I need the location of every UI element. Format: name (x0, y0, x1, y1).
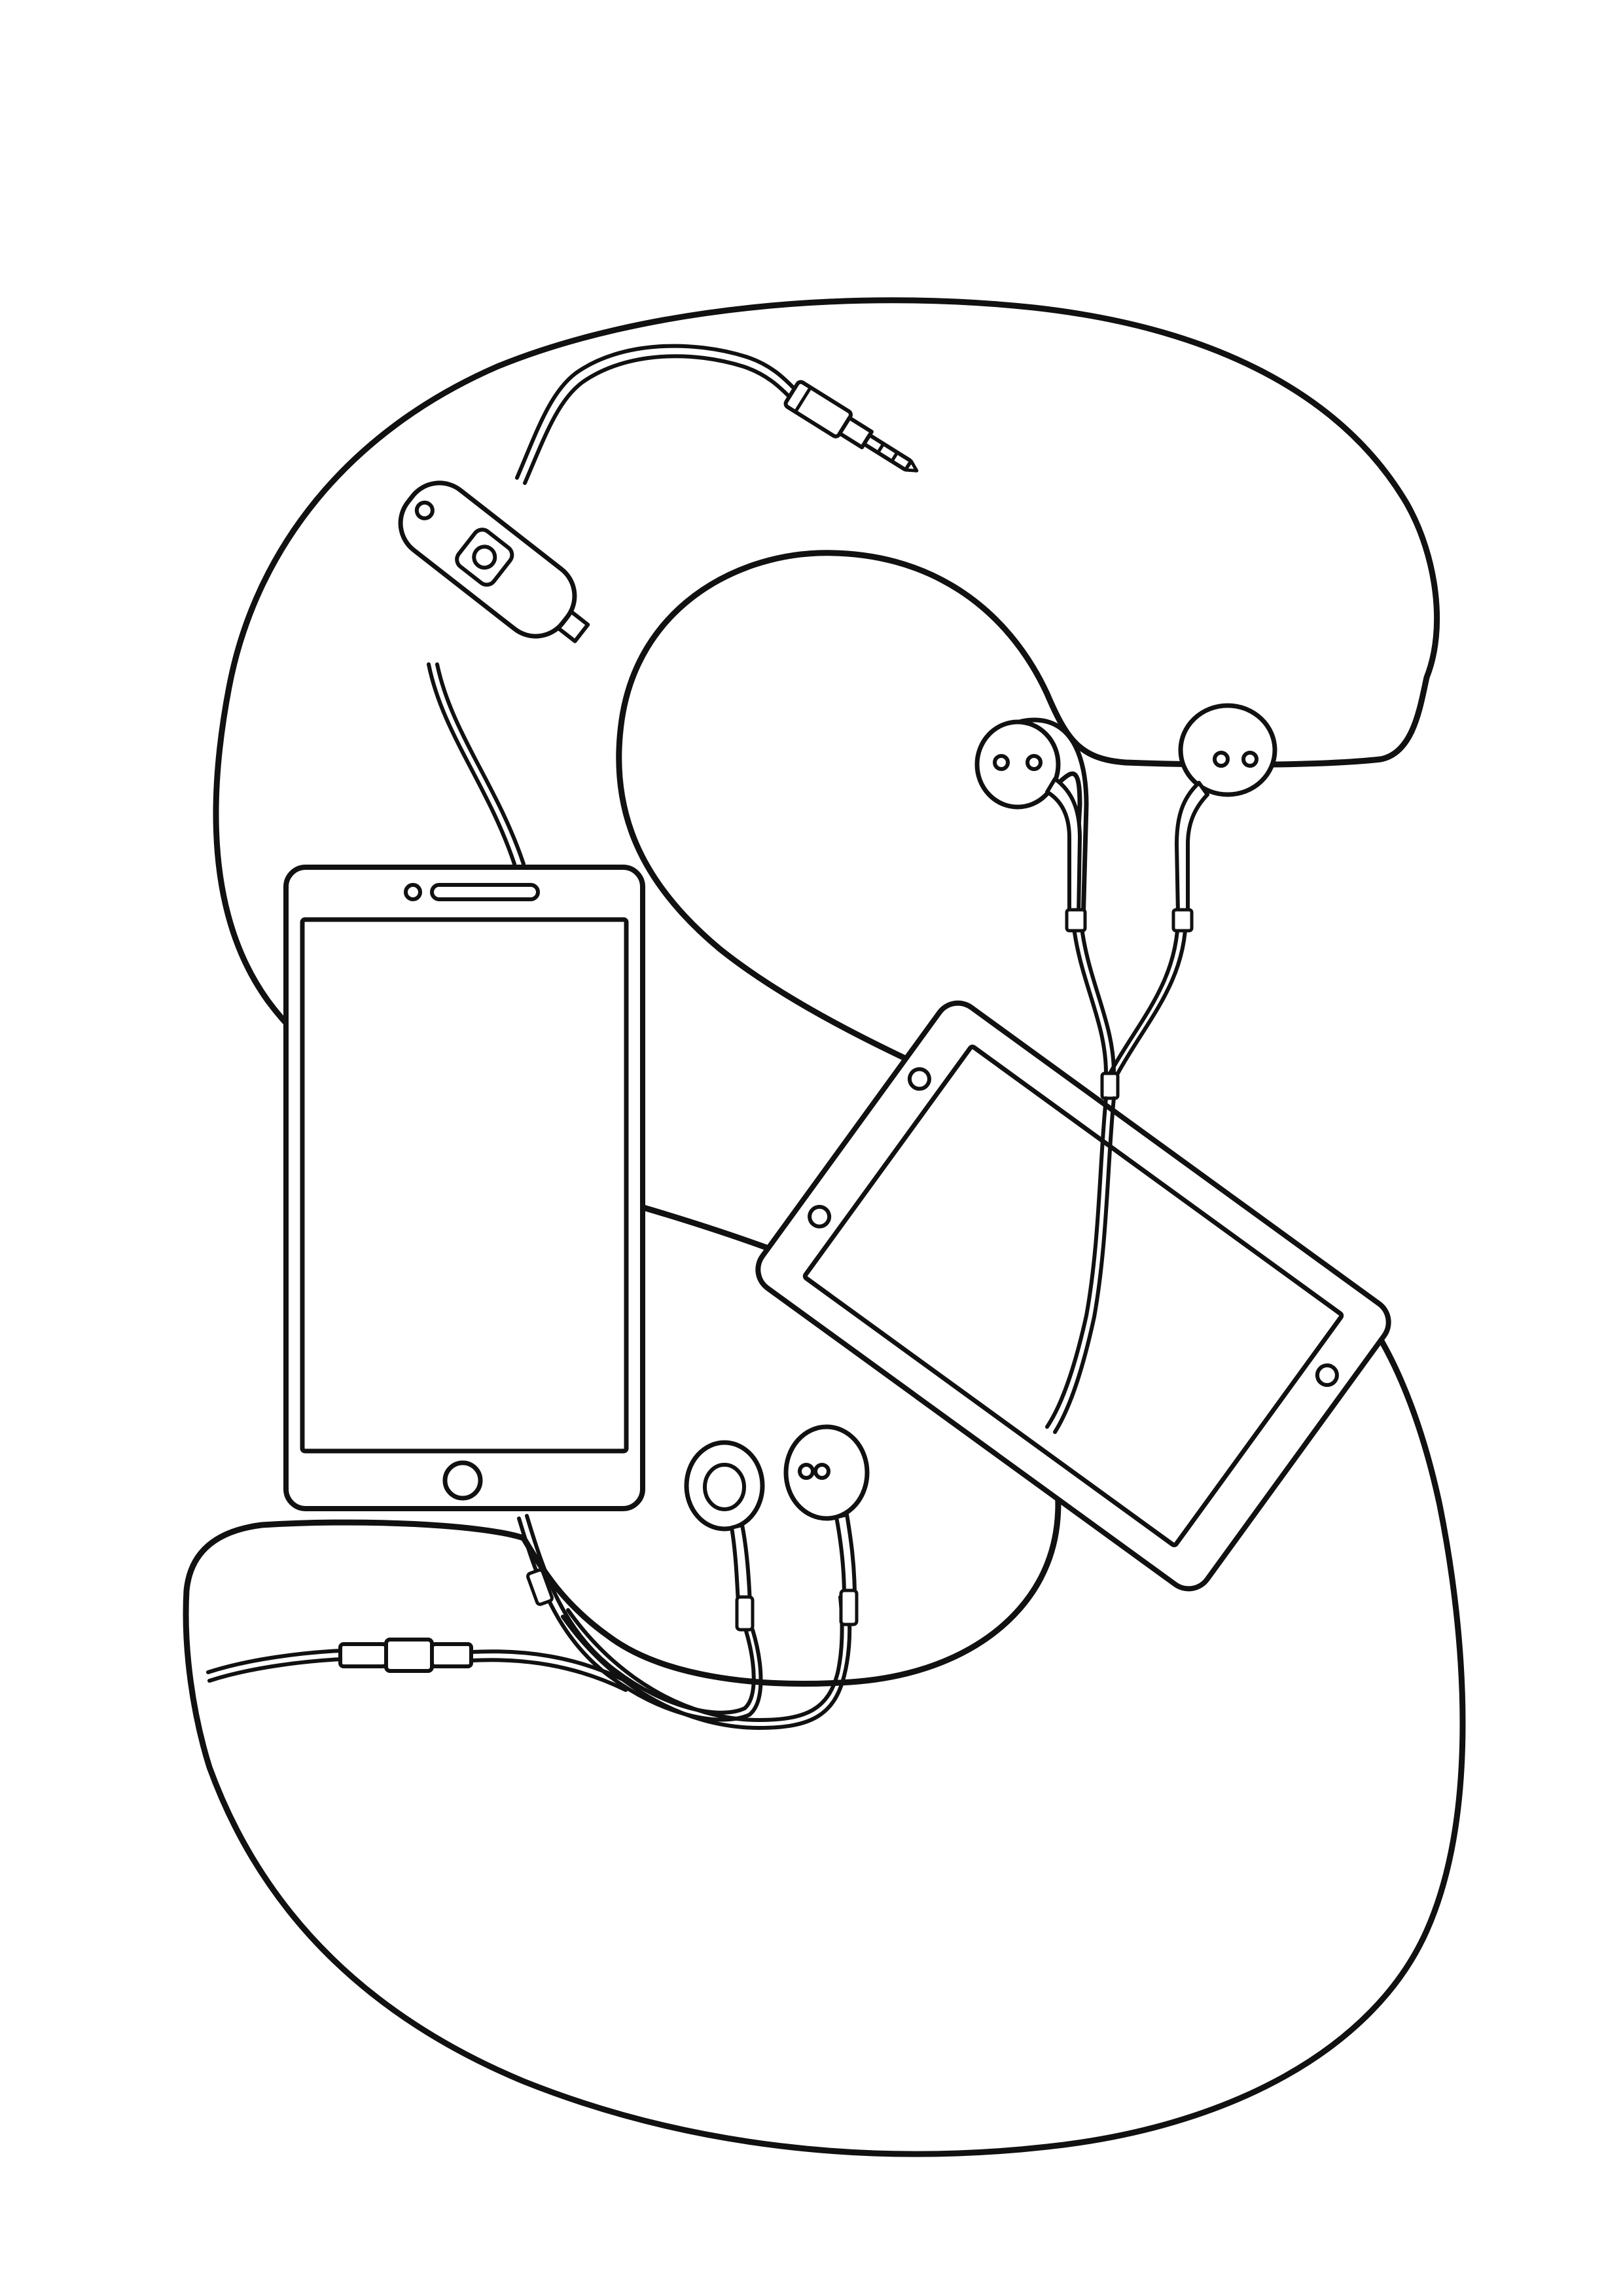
earbuds-lower-icon (684, 1424, 870, 1632)
cable-connector-icon (338, 1638, 473, 1673)
cable-upper (427, 662, 526, 866)
earbuds-icon (974, 703, 1277, 933)
smartphone-icon (283, 865, 645, 1511)
cable-lower (206, 1649, 630, 1692)
headphone-jack-icon (783, 380, 919, 473)
earbuds-upper-cables (1045, 914, 1188, 1434)
audio-splitter-icon (398, 480, 590, 643)
tablet-icon (755, 1000, 1391, 1592)
cable-top (515, 344, 797, 485)
